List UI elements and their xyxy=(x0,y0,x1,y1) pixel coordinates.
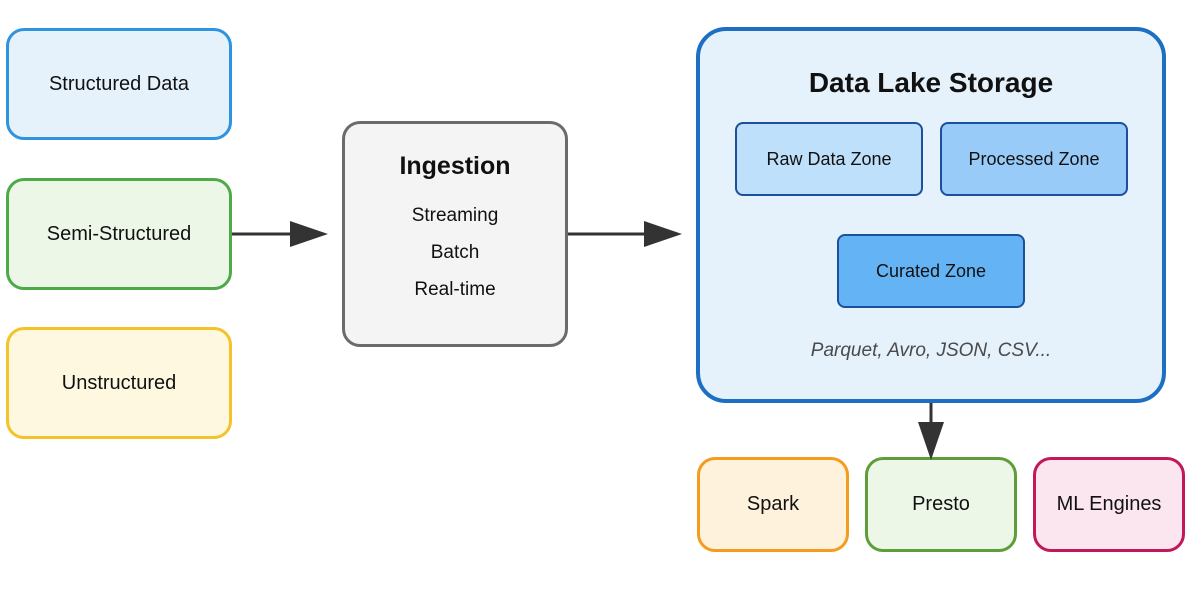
arrow-sources-to-ingestion-head xyxy=(290,221,328,247)
arrow-ingestion-to-lake xyxy=(568,221,682,247)
source-unstructured: Unstructured xyxy=(6,327,232,439)
curated-zone-label: Curated Zone xyxy=(875,260,987,281)
engine-presto-label: Presto xyxy=(912,493,970,515)
source-unstructured-label: Unstructured xyxy=(61,371,177,394)
data-lake-title: Data Lake Storage xyxy=(808,67,1054,98)
processed-zone-label: Processed Zone xyxy=(968,148,1100,169)
arrow-lake-to-engines-head xyxy=(918,422,944,460)
raw-data-zone-label: Raw Data Zone xyxy=(766,148,892,169)
engine-spark-label: Spark xyxy=(746,493,800,515)
ingestion-method-real-time: Real-time xyxy=(414,279,496,300)
ingestion-method-streaming: Streaming xyxy=(411,205,499,226)
source-structured-data: Structured Data xyxy=(6,28,232,140)
engine-presto: Presto xyxy=(865,457,1017,552)
source-semi-structured-label: Semi-Structured xyxy=(46,222,192,245)
curated-zone: Curated Zone xyxy=(837,234,1025,308)
engine-ml-engines: ML Engines xyxy=(1033,457,1185,552)
raw-data-zone: Raw Data Zone xyxy=(735,122,923,196)
data-lake-storage: Data Lake Storage Raw Data Zone Processe… xyxy=(696,27,1166,403)
ingestion-title: Ingestion xyxy=(399,152,511,180)
source-semi-structured: Semi-Structured xyxy=(6,178,232,290)
arrow-ingestion-to-lake-head xyxy=(644,221,682,247)
source-structured-data-label: Structured Data xyxy=(48,72,190,95)
engine-ml-engines-label: ML Engines xyxy=(1056,493,1162,515)
processed-zone: Processed Zone xyxy=(940,122,1128,196)
storage-formats: Parquet, Avro, JSON, CSV... xyxy=(810,340,1052,361)
ingestion-method-batch: Batch xyxy=(430,242,480,263)
arrow-sources-to-ingestion xyxy=(232,221,328,247)
arrow-lake-to-engines xyxy=(918,403,944,460)
ingestion-box: Ingestion Streaming Batch Real-time xyxy=(342,121,568,347)
engine-spark: Spark xyxy=(697,457,849,552)
